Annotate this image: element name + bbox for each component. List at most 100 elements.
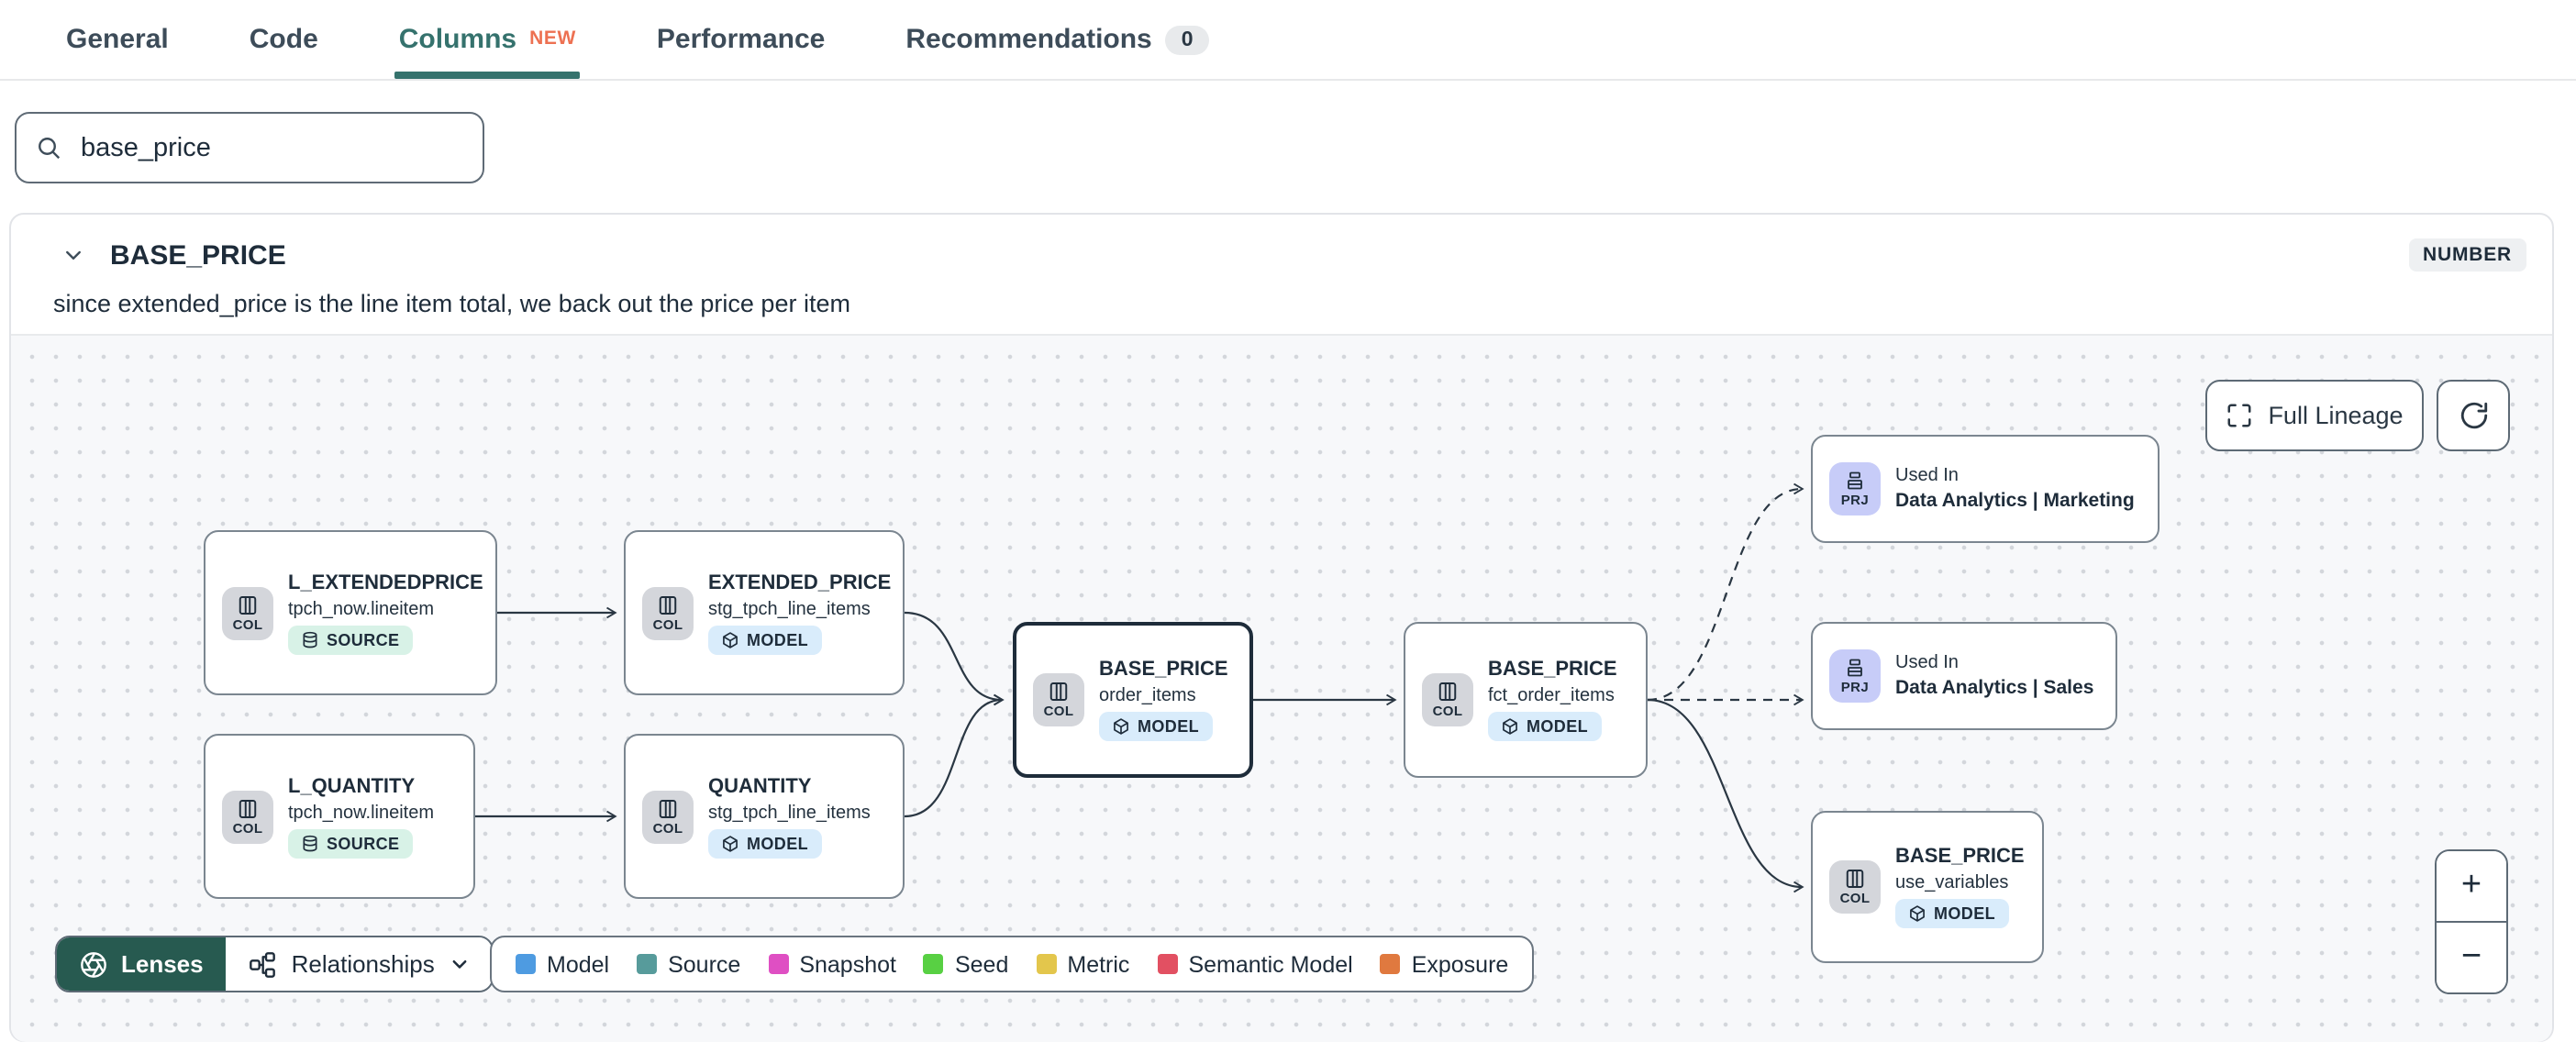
node-subtitle: tpch_now.lineitem xyxy=(288,803,434,823)
columns-icon xyxy=(1846,870,1864,889)
lenses-button[interactable]: Lenses xyxy=(57,937,226,991)
tab-label: Code xyxy=(249,24,318,55)
edge xyxy=(904,693,1005,818)
lineage-node-l-quantity[interactable]: COL L_QUANTITY tpch_now.lineitem SOURCE xyxy=(204,734,475,899)
node-type-legend: Model Source Snapshot Seed Metric Semant… xyxy=(490,936,1535,992)
badge-label: COL xyxy=(652,615,683,633)
column-search[interactable] xyxy=(15,112,484,183)
badge-label: COL xyxy=(1432,703,1463,720)
badge-text: MODEL xyxy=(1527,717,1588,736)
badge-text: MODEL xyxy=(1934,904,1995,923)
cube-icon xyxy=(723,835,738,851)
column-badge: COL xyxy=(222,790,273,843)
lineage-canvas[interactable]: COL L_EXTENDEDPRICE tpch_now.lineitem SO… xyxy=(11,334,2552,1042)
badge-label: PRJ xyxy=(1840,492,1870,509)
database-icon xyxy=(303,630,317,648)
node-title: BASE_PRICE xyxy=(1488,659,1617,681)
project-stack-icon xyxy=(1848,660,1862,677)
legend-label: Metric xyxy=(1067,951,1130,977)
tab-recommendations[interactable]: Recommendations 0 xyxy=(905,0,1210,79)
edge-dashed xyxy=(1647,482,1804,702)
hierarchy-icon xyxy=(249,951,275,977)
search-input[interactable] xyxy=(81,133,464,162)
lineage-node-extended-price[interactable]: COL EXTENDED_PRICE stg_tpch_line_items M… xyxy=(624,530,905,695)
node-subtitle: order_items xyxy=(1099,686,1196,706)
lenses-label: Lenses xyxy=(121,950,204,978)
column-badge: COL xyxy=(1422,673,1473,726)
badge-label: COL xyxy=(1839,890,1871,907)
legend-item-seed: Seed xyxy=(923,951,1008,977)
tab-label: Columns xyxy=(398,24,517,55)
relationships-label: Relationships xyxy=(291,950,435,978)
badge-label: COL xyxy=(652,819,683,837)
badge-text: MODEL xyxy=(1138,717,1199,736)
lineage-node-base-price-fct-order-items[interactable]: COL BASE_PRICE fct_order_items MODEL xyxy=(1404,622,1648,778)
new-badge: NEW xyxy=(529,28,576,50)
tab-label: General xyxy=(66,24,169,55)
badge-text: SOURCE xyxy=(327,834,400,852)
node-eyebrow: Used In xyxy=(1895,466,1959,486)
lineage-node-base-price-use-variables[interactable]: COL BASE_PRICE use_variables MODEL xyxy=(1811,811,2044,963)
zoom-out-button[interactable]: − xyxy=(2437,923,2506,992)
recommendations-count-badge: 0 xyxy=(1164,25,1210,54)
relationships-dropdown[interactable]: Relationships xyxy=(225,937,492,991)
column-panel: BASE_PRICE NUMBER since extended_price i… xyxy=(9,213,2554,1042)
badge-text: MODEL xyxy=(747,834,808,852)
lineage-node-base-price-order-items[interactable]: COL BASE_PRICE order_items MODEL xyxy=(1013,622,1253,778)
model-badge: MODEL xyxy=(1488,712,1601,741)
model-badge: MODEL xyxy=(1099,712,1212,741)
legend-item-snapshot: Snapshot xyxy=(768,951,896,977)
legend-swatch xyxy=(1380,954,1401,974)
full-lineage-label: Full Lineage xyxy=(2268,402,2404,429)
tab-performance[interactable]: Performance xyxy=(657,0,825,79)
source-badge: SOURCE xyxy=(288,828,413,858)
legend-swatch xyxy=(1036,954,1057,974)
legend-item-semantic-model: Semantic Model xyxy=(1157,951,1353,977)
tab-code[interactable]: Code xyxy=(250,0,318,79)
badge-text: MODEL xyxy=(747,630,808,648)
refresh-button[interactable] xyxy=(2437,380,2510,451)
model-badge: MODEL xyxy=(708,625,821,654)
legend-item-model: Model xyxy=(516,951,609,977)
zoom-in-button[interactable]: + xyxy=(2437,851,2506,923)
lineage-node-quantity[interactable]: COL QUANTITY stg_tpch_line_items MODEL xyxy=(624,734,905,899)
node-title: QUANTITY xyxy=(708,775,812,797)
node-subtitle: use_variables xyxy=(1895,873,2009,893)
column-badge: COL xyxy=(222,586,273,639)
tab-general[interactable]: General xyxy=(66,0,169,79)
expand-icon xyxy=(2227,404,2251,427)
tab-columns[interactable]: Columns NEW xyxy=(394,0,580,79)
badge-text: SOURCE xyxy=(327,630,400,648)
legend-item-metric: Metric xyxy=(1036,951,1129,977)
legend-swatch xyxy=(1157,954,1178,974)
badge-label: COL xyxy=(232,615,263,633)
legend-label: Semantic Model xyxy=(1188,951,1353,977)
legend-label: Model xyxy=(547,951,610,977)
columns-icon xyxy=(659,799,677,818)
lineage-node-used-in-marketing[interactable]: PRJ Used In Data Analytics | Marketing xyxy=(1811,435,2160,543)
badge-label: PRJ xyxy=(1840,679,1870,696)
columns-icon xyxy=(1049,682,1068,702)
lineage-node-used-in-sales[interactable]: PRJ Used In Data Analytics | Sales xyxy=(1811,622,2117,730)
column-badge: COL xyxy=(642,790,694,843)
cube-icon xyxy=(1503,718,1517,735)
lineage-node-l-extendedprice[interactable]: COL L_EXTENDEDPRICE tpch_now.lineitem SO… xyxy=(204,530,497,695)
full-lineage-button[interactable]: Full Lineage xyxy=(2205,380,2424,451)
cube-icon xyxy=(1114,718,1128,735)
node-subtitle: tpch_now.lineitem xyxy=(288,599,434,619)
source-badge: SOURCE xyxy=(288,625,413,654)
node-title: BASE_PRICE xyxy=(1099,659,1228,681)
columns-icon xyxy=(659,595,677,615)
legend-item-exposure: Exposure xyxy=(1380,951,1508,977)
zoom-controls: + − xyxy=(2435,849,2508,994)
node-subtitle: stg_tpch_line_items xyxy=(708,599,871,619)
model-badge: MODEL xyxy=(1895,899,2008,928)
column-badge: COL xyxy=(1033,673,1084,726)
tab-label: Recommendations xyxy=(905,24,1152,55)
legend-label: Snapshot xyxy=(799,951,896,977)
cube-icon xyxy=(723,631,738,648)
badge-label: COL xyxy=(1043,703,1074,720)
chevron-down-icon[interactable] xyxy=(62,244,84,266)
columns-icon xyxy=(1438,682,1457,702)
